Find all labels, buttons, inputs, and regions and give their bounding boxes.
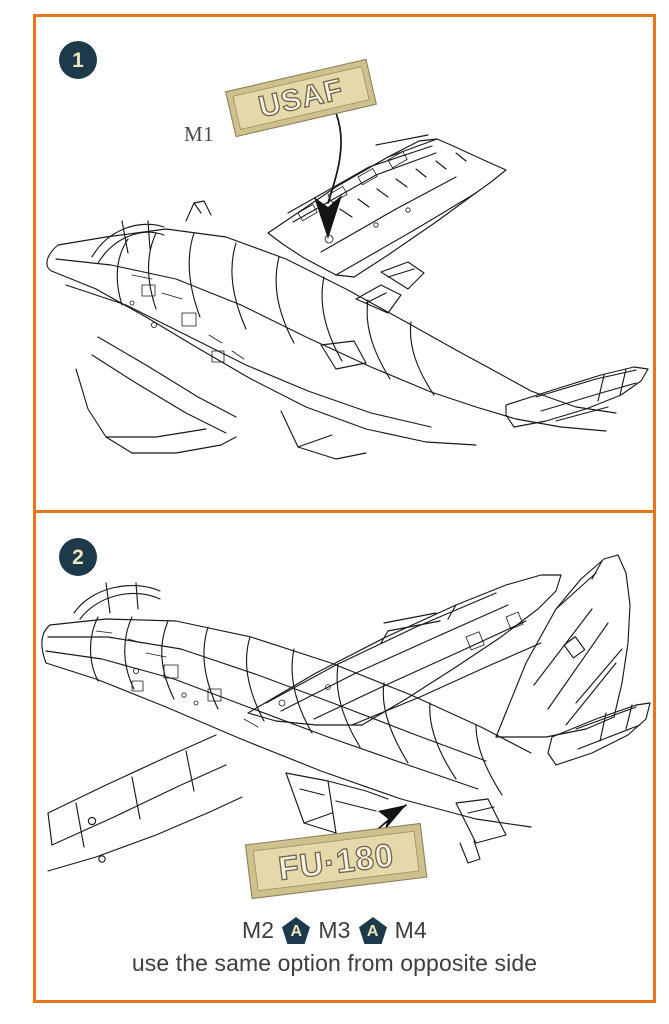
option-badge-letter: A: [290, 922, 303, 940]
fu180-decal: FU·180: [244, 818, 428, 902]
option-label-m4: M4: [394, 917, 428, 943]
option-label-m3: M3: [318, 917, 351, 943]
option-label-m2: M2: [241, 917, 275, 943]
step-number-label: 1: [72, 48, 84, 72]
decal-part-label-m1: M1: [184, 122, 215, 146]
option-badge-a-2: A: [358, 916, 388, 945]
step-number-badge-2: 2: [59, 538, 97, 576]
pentagon-icon: [282, 917, 311, 944]
footer-note: use the same option from opposite side: [131, 950, 538, 976]
step-panel-1: 1 M1 USAF: [36, 17, 653, 513]
step-number-badge-1: 1: [59, 41, 97, 79]
option-badge-a-1: A: [281, 916, 311, 945]
decal-option-row: M2 A M3 A M4: [0, 916, 669, 945]
usaf-decal: USAF: [225, 58, 377, 138]
option-badge-letter: A: [366, 922, 379, 940]
pentagon-icon: [358, 917, 387, 944]
step-number-label: 2: [72, 545, 84, 569]
